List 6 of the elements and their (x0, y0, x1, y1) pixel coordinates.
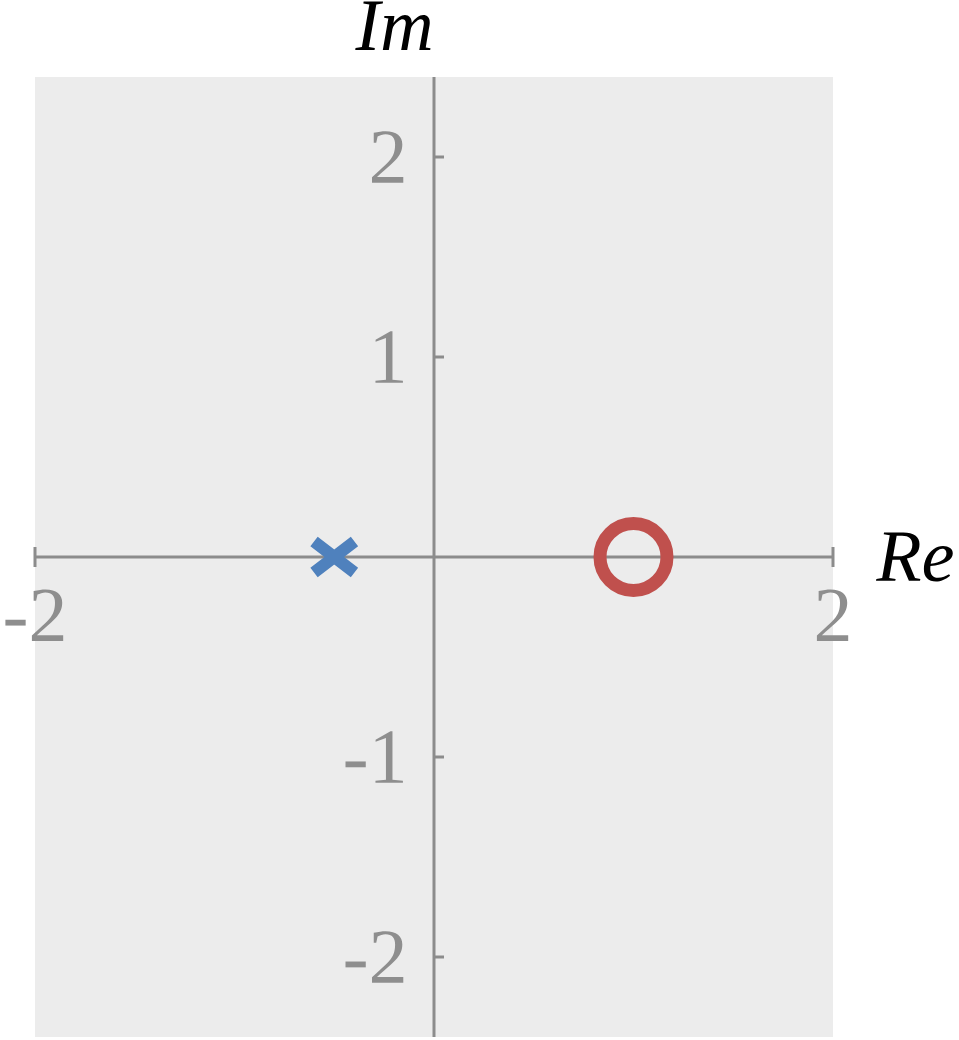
y-tick-label: -2 (345, 931, 404, 983)
y-tick-label: 2 (372, 131, 404, 183)
x-axis-title: Re (875, 532, 953, 582)
y-tick-label: 1 (375, 331, 403, 383)
y-tick-label: -1 (345, 731, 403, 783)
y-axis-title: Im (355, 1, 431, 50)
